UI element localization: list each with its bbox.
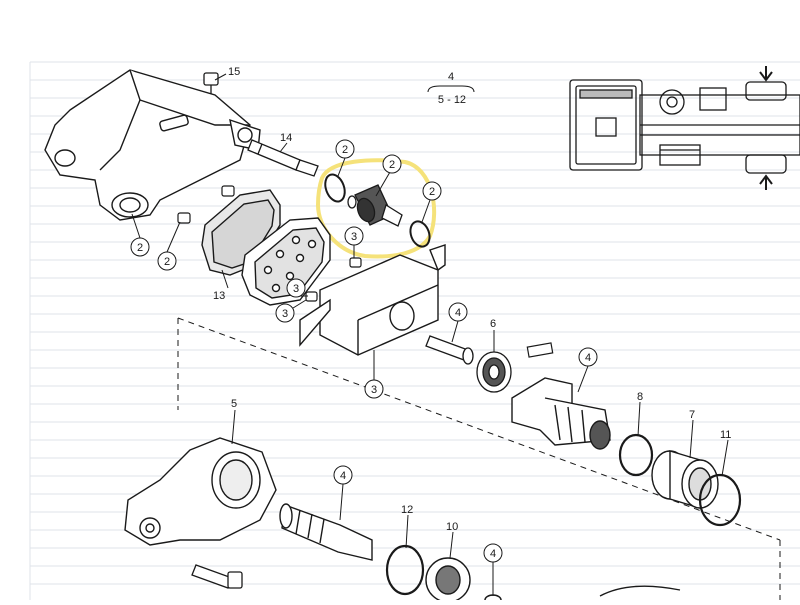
reference-header: 4 5 - 12 <box>427 71 475 106</box>
brake-pad-plate <box>241 217 331 306</box>
bearing-part-6 <box>476 351 512 393</box>
pin-parts-3 <box>305 257 362 302</box>
bolt-part-4-top <box>425 335 474 365</box>
caliper-housing <box>44 69 261 221</box>
callout-2-bushing: 2 <box>389 159 395 171</box>
callout-15: 15 <box>228 66 240 78</box>
callout-13: 13 <box>213 290 225 302</box>
circled-callouts: 2 2 2 2 2 3 3 3 3 4 4 4 4 <box>130 139 598 563</box>
callout-5: 5 <box>231 398 237 410</box>
pin-parts-2 <box>177 185 235 224</box>
clamp-ring-part-11 <box>698 473 742 527</box>
callout-4-hub: 4 <box>585 352 591 364</box>
callout-2-housing: 2 <box>137 242 143 254</box>
callout-12: 12 <box>401 504 413 516</box>
callout-8: 8 <box>637 391 643 403</box>
callout-6: 6 <box>490 318 496 330</box>
callout-7: 7 <box>689 409 695 421</box>
callout-14: 14 <box>280 132 292 144</box>
bolt-bottom <box>191 564 243 589</box>
steering-arm-part-5 <box>124 437 277 546</box>
bolt-part-15 <box>203 72 219 94</box>
shaft-part-4 <box>279 503 373 561</box>
callout-3-pad-c: 3 <box>282 308 288 320</box>
bracket-part-3 <box>299 244 446 356</box>
callout-11: 11 <box>720 429 731 441</box>
callout-2-oring-left: 2 <box>342 144 348 156</box>
callout-3-bracket: 3 <box>371 384 377 396</box>
callout-3-pad-b: 3 <box>293 283 299 295</box>
callout-4-bottom: 4 <box>490 548 496 560</box>
seal-part-10 <box>425 557 471 603</box>
callout-2-oring-right: 2 <box>429 186 435 198</box>
assembly-dashed-outline <box>177 317 781 600</box>
bushing-part-2 <box>347 184 403 227</box>
o-ring-left <box>324 173 346 203</box>
callout-2-pin-a: 2 <box>164 256 170 268</box>
ref-number: 4 <box>448 71 454 83</box>
callout-3-pad-a: 3 <box>351 231 357 243</box>
callouts: 15 14 13 5 7 8 11 12 10 6 <box>213 66 731 533</box>
boot-part-7 <box>651 450 719 509</box>
leader-lines <box>131 73 729 596</box>
snap-ring-part-8 <box>618 433 654 477</box>
ref-range: 5 - 12 <box>438 94 466 106</box>
vehicle-thumbnail <box>569 66 800 190</box>
callout-4-shaft: 4 <box>340 470 346 482</box>
guide-pin-part-14 <box>247 139 319 177</box>
callout-10: 10 <box>446 521 458 533</box>
callout-4-top: 4 <box>455 307 461 319</box>
bottom-part-edge <box>599 585 681 597</box>
ring-part-12 <box>385 544 425 596</box>
small-plate <box>526 342 554 358</box>
hub-part-4 <box>511 377 611 450</box>
o-ring-right <box>409 220 431 248</box>
